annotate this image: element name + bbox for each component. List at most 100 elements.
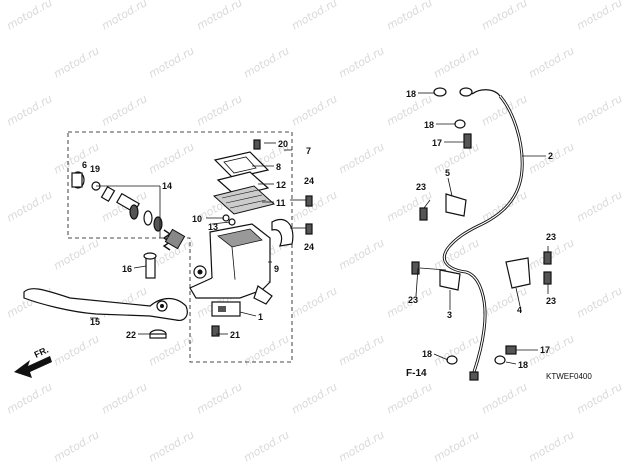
watermark-text: motod.ru <box>526 44 576 81</box>
watermark-text: motod.ru <box>384 380 434 417</box>
callout-24b: 24 <box>304 242 314 252</box>
callout-17a: 17 <box>432 138 442 148</box>
watermark-text: motod.ru <box>384 0 434 33</box>
watermark-text: motod.ru <box>621 140 625 177</box>
callout-24a: 24 <box>304 176 314 186</box>
watermark-text: motod.ru <box>241 428 291 465</box>
callout-18b: 18 <box>424 120 434 130</box>
watermark-text: motod.ru <box>289 380 339 417</box>
hose-clamp-3 <box>439 269 461 291</box>
watermark-text: motod.ru <box>194 380 244 417</box>
watermark-text: motod.ru <box>574 284 624 321</box>
callout-15: 15 <box>90 317 100 327</box>
callout-14: 14 <box>162 181 172 191</box>
watermark-text: motod.ru <box>336 428 386 465</box>
watermark-text: motod.ru <box>146 140 196 177</box>
watermark-text: motod.ru <box>479 380 529 417</box>
watermark-text: motod.ru <box>621 236 625 273</box>
watermark-text: motod.ru <box>4 92 54 129</box>
callout-19: 19 <box>90 164 100 174</box>
assembly-frame <box>67 131 293 363</box>
watermark-text: motod.ru <box>574 188 624 225</box>
callout-18d: 18 <box>518 360 528 370</box>
watermark-text: motod.ru <box>431 428 481 465</box>
piston-kit <box>71 171 186 251</box>
watermark-text: motod.ru <box>621 332 625 369</box>
callout-16: 16 <box>122 264 132 274</box>
watermark-text: motod.ru <box>336 140 386 177</box>
watermark-text: motod.ru <box>526 428 576 465</box>
reservoir-cap <box>213 151 270 179</box>
watermark-text: motod.ru <box>99 92 149 129</box>
watermark-text: motod.ru <box>289 0 339 33</box>
watermark-text: motod.ru <box>194 92 244 129</box>
leader-lines <box>90 92 549 365</box>
watermark-text: motod.ru <box>241 44 291 81</box>
brake-lever <box>23 288 188 321</box>
watermark-text: motod.ru <box>289 284 339 321</box>
section-reference: F-14 <box>406 368 427 379</box>
watermark-text: motod.ru <box>431 332 481 369</box>
watermark-text: motod.ru <box>336 236 386 273</box>
hose-bracket-4 <box>505 257 531 289</box>
callout-3: 3 <box>447 310 452 320</box>
callout-8: 8 <box>276 162 281 172</box>
callout-6: 6 <box>82 160 87 170</box>
callout-23d: 23 <box>546 296 556 306</box>
callout-23b: 23 <box>546 232 556 242</box>
front-direction-arrow <box>14 356 52 378</box>
watermark-text: motod.ru <box>574 380 624 417</box>
callout-labels: 1 2 3 4 5 6 7 8 9 10 11 12 13 14 15 16 1… <box>33 89 593 381</box>
watermark-layer: motod.ru motod.ru motod.ru motod.ru motod.ru… <box>4 0 625 465</box>
callout-18a: 18 <box>406 89 416 99</box>
watermark-text: motod.ru <box>574 92 624 129</box>
watermark-text: motod.ru <box>99 0 149 33</box>
callout-10: 10 <box>192 214 202 224</box>
callout-2: 2 <box>548 151 553 161</box>
watermark-text: motod.ru <box>241 332 291 369</box>
watermark-text: motod.ru <box>289 92 339 129</box>
watermark-text: motod.ru <box>194 0 244 33</box>
watermark-text: motod.ru <box>51 428 101 465</box>
callout-21: 21 <box>230 330 240 340</box>
diagram-code: KTWEF0400 <box>546 372 592 381</box>
watermark-text: motod.ru <box>289 188 339 225</box>
callout-22: 22 <box>126 330 136 340</box>
hose-clamp-5 <box>445 193 467 217</box>
watermark-text: motod.ru <box>479 0 529 33</box>
cap-bolt-20 <box>253 139 261 150</box>
watermark-text: motod.ru <box>51 236 101 273</box>
watermark-text: motod.ru <box>574 0 624 33</box>
watermark-text: motod.ru <box>146 44 196 81</box>
callout-11: 11 <box>276 198 286 208</box>
handlebar-clamp <box>271 218 294 247</box>
callout-18c: 18 <box>422 349 432 359</box>
callout-23a: 23 <box>416 182 426 192</box>
watermark-text: motod.ru <box>4 0 54 33</box>
callout-7: 7 <box>306 146 311 156</box>
callout-23c: 23 <box>408 295 418 305</box>
callout-17b: 17 <box>540 345 550 355</box>
callout-12: 12 <box>276 180 286 190</box>
watermark-text: motod.ru <box>431 236 481 273</box>
watermark-text: motod.ru <box>51 332 101 369</box>
watermark-text: motod.ru <box>336 44 386 81</box>
watermark-text: motod.ru <box>99 380 149 417</box>
callout-4: 4 <box>517 305 522 315</box>
callout-5: 5 <box>445 168 450 178</box>
watermark-text: motod.ru <box>431 44 481 81</box>
brake-hose <box>442 95 524 373</box>
watermark-text: motod.ru <box>146 428 196 465</box>
callout-13: 13 <box>208 222 218 232</box>
watermark-text: motod.ru <box>621 428 625 465</box>
callout-20: 20 <box>278 139 288 149</box>
watermark-text: motod.ru <box>479 92 529 129</box>
watermark-text: motod.ru <box>51 44 101 81</box>
watermark-text: motod.ru <box>336 332 386 369</box>
watermark-text: motod.ru <box>4 380 54 417</box>
callout-9: 9 <box>274 264 279 274</box>
diaphragm <box>212 185 276 215</box>
watermark-text: motod.ru <box>4 188 54 225</box>
